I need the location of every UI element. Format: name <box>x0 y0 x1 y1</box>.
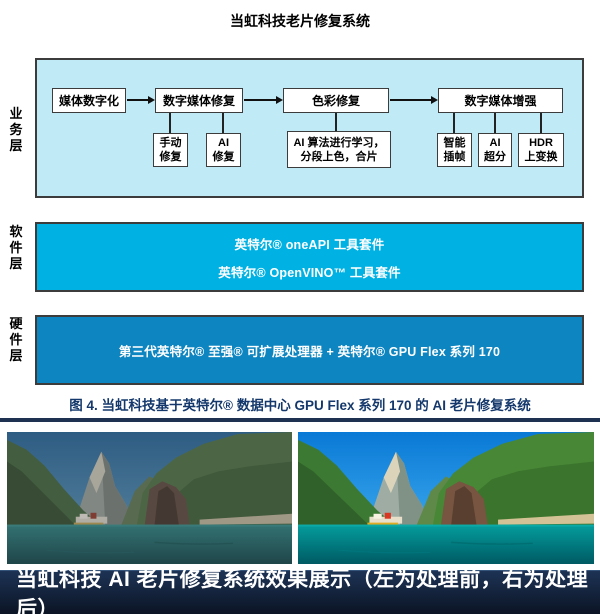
hardware-layer-label: 硬件层 <box>9 316 23 363</box>
flow-arrow <box>127 96 155 104</box>
business-layer-box <box>35 58 584 198</box>
sub-box-smart-interpolation: 智能 插帧 <box>437 133 472 167</box>
software-item-openvino: 英特尔® OpenVINO™ 工具套件 <box>218 265 401 280</box>
connector-line <box>540 113 542 133</box>
footer-banner: 当虹科技 AI 老片修复系统效果展示（左为处理前，右为处理后） <box>0 568 600 614</box>
software-item-oneapi: 英特尔® oneAPI 工具套件 <box>234 237 385 252</box>
flow-box-media-digitization: 媒体数字化 <box>52 88 126 113</box>
connector-line <box>335 113 337 131</box>
software-layer-label: 软件层 <box>9 224 23 271</box>
business-layer-label: 业务层 <box>9 106 23 153</box>
sub-box-manual-repair: 手动 修复 <box>153 133 188 167</box>
figure-caption: 图 4. 当虹科技基于英特尔® 数据中心 GPU Flex 系列 170 的 A… <box>69 398 531 413</box>
connector-line <box>169 113 171 133</box>
sub-box-color-ai-learning: AI 算法进行学习， 分段上色，合片 <box>287 131 391 168</box>
connector-line <box>453 113 455 133</box>
flow-arrow <box>390 96 438 104</box>
flow-box-digital-media-repair: 数字媒体修复 <box>155 88 243 113</box>
sub-box-ai-super-resolution: AI 超分 <box>478 133 512 167</box>
software-layer-box: 英特尔® oneAPI 工具套件 英特尔® OpenVINO™ 工具套件 <box>35 222 584 292</box>
sub-box-hdr-upconversion: HDR 上变换 <box>518 133 564 167</box>
section-divider <box>0 418 600 422</box>
flow-box-digital-media-enhance: 数字媒体增强 <box>438 88 563 113</box>
hardware-layer-box: 第三代英特尔® 至强® 可扩展处理器 + 英特尔® GPU Flex 系列 17… <box>35 315 584 385</box>
before-restoration-image <box>7 432 292 564</box>
flow-box-color-restoration: 色彩修复 <box>283 88 389 113</box>
after-restoration-image <box>298 432 594 564</box>
diagram-title: 当虹科技老片修复系统 <box>230 13 370 29</box>
connector-line <box>222 113 224 133</box>
connector-line <box>494 113 496 133</box>
sub-box-ai-repair: AI 修复 <box>206 133 241 167</box>
hardware-item-xeon-gpu-flex: 第三代英特尔® 至强® 可扩展处理器 + 英特尔® GPU Flex 系列 17… <box>118 344 501 359</box>
flow-arrow <box>244 96 283 104</box>
